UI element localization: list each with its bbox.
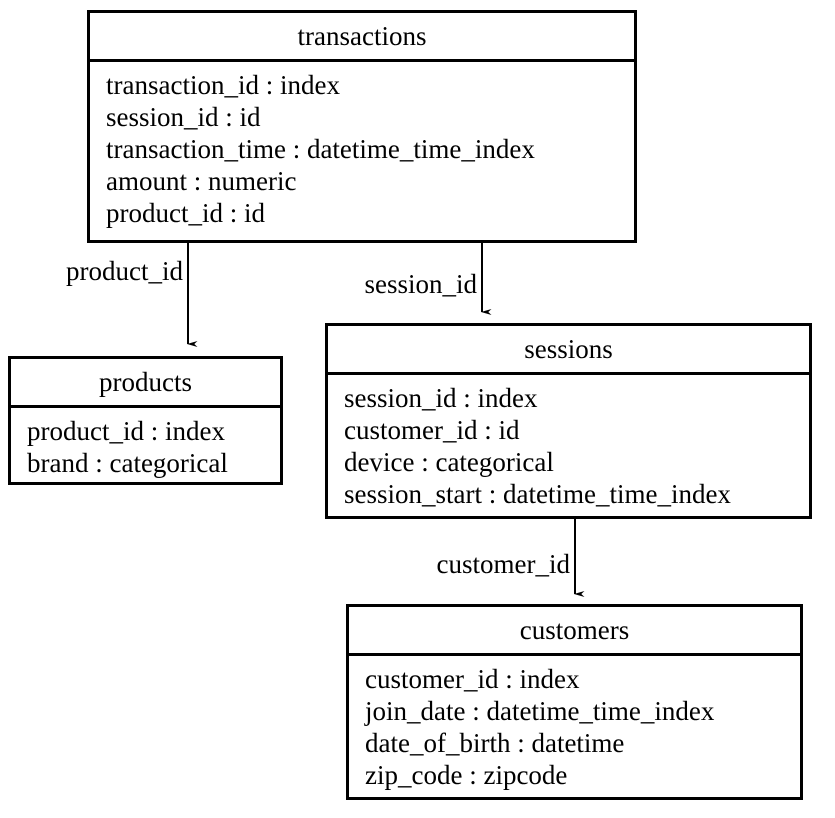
- field-row: product_id : index: [27, 416, 225, 446]
- field-row: product_id : id: [106, 198, 265, 228]
- entity-transactions[interactable]: transactions transaction_id : index sess…: [87, 10, 637, 243]
- edge-label-product-id: product_id: [66, 256, 183, 286]
- field-row: session_id : id: [106, 102, 261, 132]
- entity-title-transactions: transactions: [90, 13, 634, 62]
- entity-fields-customers: customer_id : index join_date : datetime…: [349, 656, 800, 799]
- field-row: customer_id : index: [365, 664, 580, 694]
- field-row: device : categorical: [344, 447, 554, 477]
- field-row: brand : categorical: [27, 448, 228, 478]
- field-row: transaction_time : datetime_time_index: [106, 134, 535, 164]
- field-row: zip_code : zipcode: [365, 760, 568, 790]
- entity-fields-transactions: transaction_id : index session_id : id t…: [90, 62, 634, 237]
- edge-label-customer-id: customer_id: [436, 549, 570, 579]
- entity-title-products: products: [11, 359, 280, 408]
- entity-fields-products: product_id : index brand : categorical: [11, 408, 280, 487]
- entity-title-customers: customers: [349, 607, 800, 656]
- edge-label-session-id: session_id: [364, 269, 477, 299]
- field-row: session_id : index: [344, 383, 538, 413]
- entity-customers[interactable]: customers customer_id : index join_date …: [346, 604, 803, 800]
- entity-title-sessions: sessions: [328, 326, 809, 375]
- field-row: amount : numeric: [106, 166, 297, 196]
- entity-products[interactable]: products product_id : index brand : cate…: [8, 356, 283, 485]
- field-row: customer_id : id: [344, 415, 520, 445]
- entity-fields-sessions: session_id : index customer_id : id devi…: [328, 375, 809, 518]
- entity-sessions[interactable]: sessions session_id : index customer_id …: [325, 323, 812, 519]
- field-row: date_of_birth : datetime: [365, 728, 625, 758]
- field-row: join_date : datetime_time_index: [365, 696, 715, 726]
- field-row: transaction_id : index: [106, 70, 340, 100]
- field-row: session_start : datetime_time_index: [344, 479, 731, 509]
